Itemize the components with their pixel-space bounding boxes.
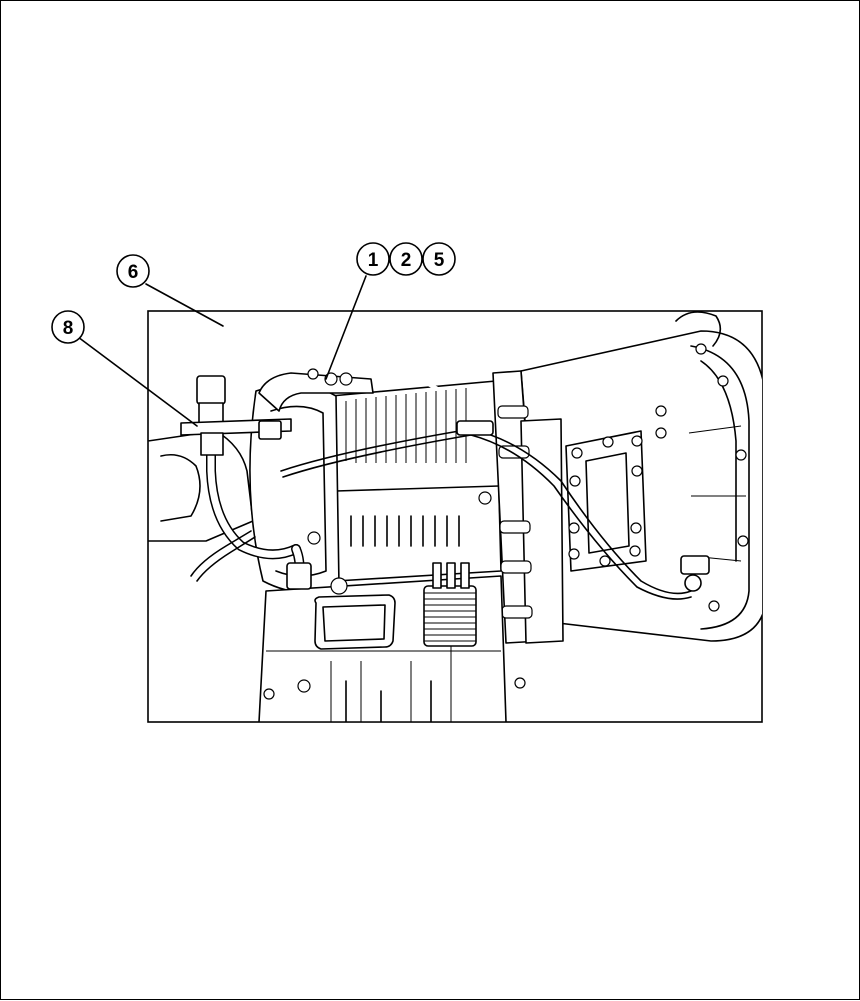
callout-1: 1 [356,242,390,276]
leader-line-8 [77,336,198,427]
lower-fitting [286,562,312,590]
callout-8: 8 [51,310,85,344]
sensor-wire [280,428,692,595]
callout-2-label: 2 [401,250,412,271]
callout-2: 2 [389,242,423,276]
leader-line-1-2-5 [325,275,367,380]
case-ribs-upper [345,388,467,463]
callout-6-label: 6 [128,262,139,283]
case-bolts [263,343,749,700]
callout-8-label: 8 [63,318,74,339]
transmission-assembly [148,311,762,722]
callout-5-label: 5 [434,250,445,271]
callout-1-label: 1 [368,250,379,271]
right-fitting [680,555,710,575]
oil-filter [423,562,477,647]
case-ribs-lower [350,515,460,547]
wire-clip [456,420,494,436]
leader-line-6 [145,283,224,327]
harness-connector [180,375,292,456]
callout-6: 6 [116,254,150,288]
callout-5: 5 [422,242,456,276]
oil-pan-cover [314,594,396,650]
